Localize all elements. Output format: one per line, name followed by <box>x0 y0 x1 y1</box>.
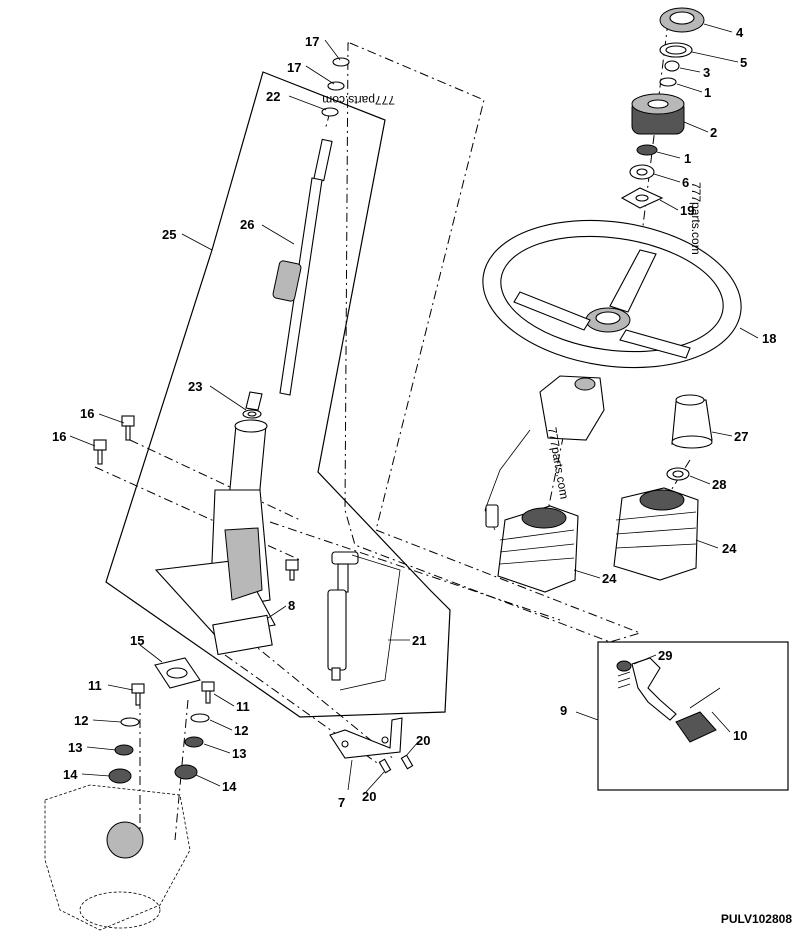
callout-19: 19 <box>680 203 694 218</box>
alignment-lines <box>94 21 691 841</box>
callout-13a: 13 <box>68 740 82 755</box>
callout-11a: 11 <box>88 678 102 693</box>
retainer-19 <box>620 187 664 209</box>
hub-2 <box>631 93 685 135</box>
callout-20b: 20 <box>362 789 376 804</box>
callout-11b: 11 <box>236 699 250 714</box>
watermark-wheel: 777parts.com <box>689 182 703 255</box>
bolt-16-upper <box>121 415 135 441</box>
lever-assembly <box>616 657 721 743</box>
boot-24-left <box>497 505 579 593</box>
watermark-top: 777parts.com <box>322 93 395 107</box>
bolt-11-left <box>131 683 145 706</box>
callout-16a: 16 <box>80 406 94 421</box>
callout-29: 29 <box>658 648 672 663</box>
callout-21: 21 <box>412 633 426 648</box>
callout-14b: 14 <box>222 779 237 794</box>
control-module <box>484 375 605 531</box>
callout-18: 18 <box>762 331 776 346</box>
callout-10: 10 <box>733 728 747 743</box>
lockwashers-13 <box>114 736 204 756</box>
leader-lines <box>69 23 759 793</box>
dashed-frame-boundary <box>344 42 642 643</box>
bracket-7 <box>329 717 403 759</box>
gas-strut <box>327 551 401 691</box>
steering-shaft <box>245 138 333 411</box>
callout-15: 15 <box>130 633 144 648</box>
callout-1a: 1 <box>704 85 711 100</box>
callout-23: 23 <box>188 379 202 394</box>
callout-14a: 14 <box>63 767 78 782</box>
callout-7: 7 <box>338 795 345 810</box>
callout-25: 25 <box>162 227 176 242</box>
callout-24b: 24 <box>602 571 617 586</box>
lever-detail-box <box>597 641 789 791</box>
callout-17a: 17 <box>305 34 319 49</box>
washers-12 <box>120 713 210 727</box>
washer-23 <box>242 409 262 419</box>
callout-labels: 17 17 22 25 26 23 16 16 15 11 12 13 14 1… <box>52 25 776 810</box>
callout-26: 26 <box>240 217 254 232</box>
drawing-code: PULV102808 <box>720 912 792 926</box>
ring-5 <box>659 42 693 58</box>
steering-valve-unit <box>44 784 191 931</box>
callout-22: 22 <box>266 89 280 104</box>
callout-9: 9 <box>560 703 567 718</box>
callout-5: 5 <box>740 55 747 70</box>
screws-20 <box>378 754 414 774</box>
cap-4 <box>659 7 705 33</box>
callout-16b: 16 <box>52 429 66 444</box>
callout-20a: 20 <box>416 733 430 748</box>
callout-24a: 24 <box>722 541 737 556</box>
nut-6 <box>629 164 655 180</box>
ring-28 <box>666 467 690 481</box>
snap-rings <box>321 57 350 117</box>
callout-12a: 12 <box>74 713 88 728</box>
bolt-16-lower <box>93 439 107 465</box>
boot-24-right <box>613 487 699 581</box>
callout-4: 4 <box>736 25 744 40</box>
washer-1-lower <box>636 144 658 156</box>
callout-27: 27 <box>734 429 748 444</box>
steering-column-housing <box>154 419 276 656</box>
gasket-15 <box>154 657 201 689</box>
callout-28: 28 <box>712 477 726 492</box>
callout-13b: 13 <box>232 746 246 761</box>
callout-17b: 17 <box>287 60 301 75</box>
callout-3: 3 <box>703 65 710 80</box>
nuts-14 <box>108 764 198 784</box>
steering-column-group-outline <box>105 71 451 718</box>
callout-12b: 12 <box>234 723 248 738</box>
steering-wheel <box>482 219 742 369</box>
nut-3 <box>664 60 680 72</box>
bolt-11-right <box>201 681 215 704</box>
callout-8: 8 <box>288 598 295 613</box>
knob-27 <box>671 394 713 449</box>
bolt-near-bracket <box>285 559 299 581</box>
callout-6: 6 <box>682 175 689 190</box>
callout-2: 2 <box>710 125 717 140</box>
washer-1-top <box>659 77 677 87</box>
callout-1b: 1 <box>684 151 691 166</box>
